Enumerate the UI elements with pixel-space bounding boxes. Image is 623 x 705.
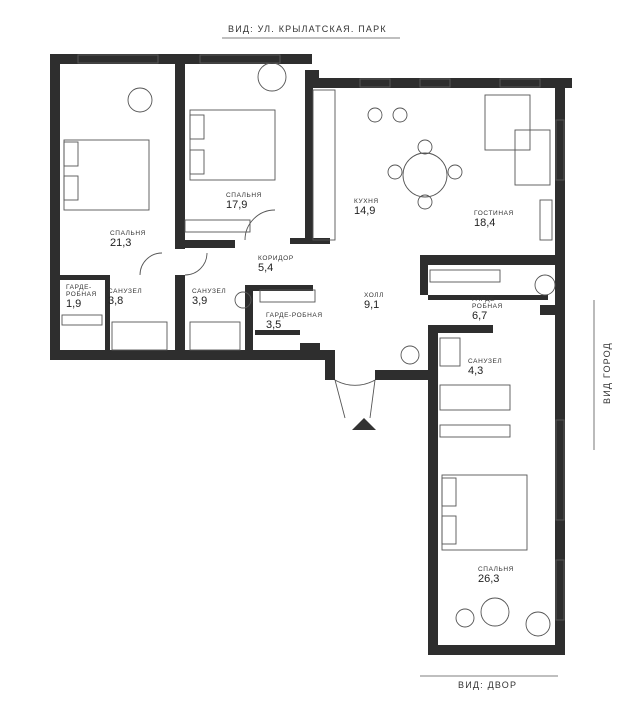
room-label-wardrobe-right: ГАРДЕ-РОБНАЯ 6,7 bbox=[472, 296, 516, 322]
room-name: ГАРДЕ-РОБНАЯ bbox=[66, 284, 97, 299]
doors bbox=[139, 209, 376, 419]
room-area: 5,4 bbox=[258, 262, 274, 275]
room-label-bedroom-left: СПАЛЬНЯ 21,3 bbox=[110, 230, 146, 249]
room-name: САНУЗЕЛ bbox=[192, 288, 227, 295]
room-area: 1,9 bbox=[66, 298, 82, 311]
room-label-living: ГОСТИНАЯ 18,4 bbox=[474, 210, 514, 229]
bed-left bbox=[63, 139, 150, 211]
room-area: 17,9 bbox=[226, 199, 248, 212]
dining-table bbox=[402, 152, 448, 198]
window-lines bbox=[77, 54, 565, 621]
room-area: 9,1 bbox=[364, 299, 380, 312]
kitchen-counter bbox=[312, 89, 336, 241]
chair-bottom bbox=[480, 597, 510, 627]
room-area: 6,7 bbox=[472, 310, 488, 323]
room-label-kitchen: КУХНЯ 14,9 bbox=[354, 198, 379, 217]
room-label-bath-1: САНУЗЕЛ 3,8 bbox=[108, 288, 142, 307]
room-area: 4,3 bbox=[468, 365, 484, 378]
bath-1-fixtures bbox=[111, 321, 168, 351]
bath-3-tub bbox=[439, 384, 511, 411]
room-area: 3,5 bbox=[266, 319, 282, 332]
plant-bottom bbox=[525, 611, 551, 637]
room-area: 14,9 bbox=[354, 205, 376, 218]
room-label-bath-2: САНУЗЕЛ 3,9 bbox=[192, 288, 226, 307]
room-name: ГОСТИНАЯ bbox=[474, 210, 514, 217]
furniture bbox=[61, 62, 556, 637]
room-area: 3,8 bbox=[108, 295, 124, 308]
room-area: 21,3 bbox=[110, 237, 132, 250]
room-name: ХОЛЛ bbox=[364, 292, 385, 299]
room-name: СПАЛЬНЯ bbox=[110, 230, 146, 237]
room-name: ГАРДЕ-РОБНАЯ bbox=[266, 312, 323, 319]
plant-left bbox=[127, 87, 153, 113]
view-label-bottom: ВИД: ДВОР bbox=[458, 680, 518, 690]
room-area: 26,3 bbox=[478, 573, 500, 586]
bed-bottom bbox=[441, 474, 528, 551]
entrance-arrow-icon bbox=[352, 418, 376, 430]
room-name: СПАЛЬНЯ bbox=[478, 566, 514, 573]
view-label-top: ВИД: УЛ. КРЫЛАТСКАЯ. ПАРК bbox=[228, 24, 387, 34]
sofa bbox=[484, 94, 531, 151]
room-name: САНУЗЕЛ bbox=[468, 358, 503, 365]
room-name: САНУЗЕЛ bbox=[108, 288, 143, 295]
view-lines bbox=[222, 37, 595, 677]
room-name: КУХНЯ bbox=[354, 198, 379, 205]
room-name: КОРИДОР bbox=[258, 255, 294, 262]
room-label-bath-3: САНУЗЕЛ 4,3 bbox=[468, 358, 502, 377]
room-name: СПАЛЬНЯ bbox=[226, 192, 262, 199]
interior-walls bbox=[60, 54, 565, 355]
room-label-corridor: КОРИДОР 5,4 bbox=[258, 255, 294, 274]
room-name: ГАРДЕ-РОБНАЯ bbox=[472, 296, 503, 311]
room-label-wardrobe-middle: ГАРДЕ-РОБНАЯ 3,5 bbox=[266, 312, 326, 331]
bed-middle bbox=[189, 109, 276, 181]
room-label-bedroom-middle: СПАЛЬНЯ 17,9 bbox=[226, 192, 262, 211]
view-label-right: ВИД ГОРОД bbox=[602, 342, 612, 404]
room-label-wardrobe-left: ГАРДЕ-РОБНАЯ 1,9 bbox=[66, 284, 100, 310]
room-label-bedroom-bottom: СПАЛЬНЯ 26,3 bbox=[478, 566, 514, 585]
bath-2-fixtures bbox=[189, 321, 241, 351]
room-label-hall: ХОЛЛ 9,1 bbox=[364, 292, 384, 311]
room-area: 3,9 bbox=[192, 295, 208, 308]
room-area: 18,4 bbox=[474, 217, 496, 230]
armchair-middle bbox=[257, 62, 287, 92]
